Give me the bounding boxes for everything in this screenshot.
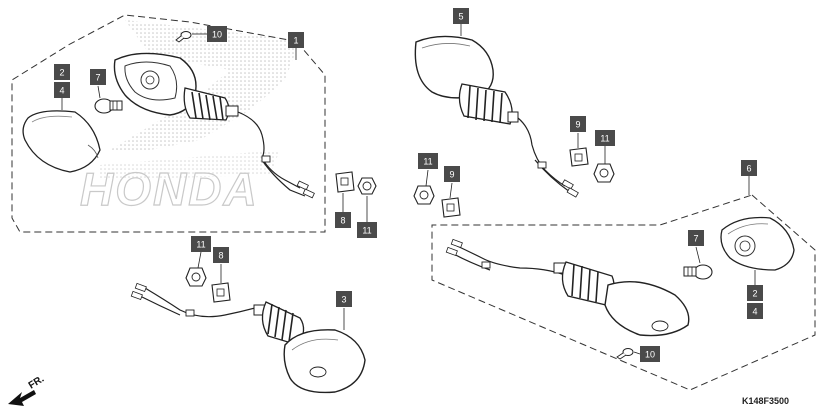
rear-right-turn-signal[interactable] [414, 35, 579, 198]
callout-part-4[interactable]: 4 [747, 303, 763, 319]
front-label: FR. [27, 374, 47, 392]
svg-text:7: 7 [693, 234, 698, 244]
svg-text:9: 9 [575, 120, 580, 130]
svg-text:10: 10 [645, 350, 655, 360]
callouts: 1 2 4 7 10 8 11 11 9 11 9 5 8 11 3 6 7 2… [54, 8, 763, 362]
callout-part-7[interactable]: 7 [90, 69, 106, 85]
nut-mid[interactable] [357, 177, 377, 195]
callout-part-3[interactable]: 3 [336, 291, 352, 307]
left-turn-signal-housing[interactable] [113, 52, 315, 199]
callout-part-11[interactable]: 11 [191, 236, 211, 252]
svg-text:11: 11 [196, 240, 205, 250]
honda-watermark: HONDA [80, 163, 259, 215]
bulb-right[interactable] [683, 264, 713, 280]
left-lens[interactable] [22, 110, 101, 173]
rear-left-turn-signal[interactable] [130, 282, 366, 394]
callout-part-9[interactable]: 9 [444, 166, 460, 182]
callout-part-5[interactable]: 5 [453, 8, 469, 24]
screw-left[interactable] [175, 31, 192, 43]
svg-text:11: 11 [362, 226, 371, 236]
svg-text:8: 8 [218, 251, 223, 261]
leader-lines [61, 24, 756, 355]
callout-part-6[interactable]: 6 [741, 160, 757, 176]
callout-part-7[interactable]: 7 [688, 230, 704, 246]
diagram-code: K148F3500 [742, 396, 789, 406]
callout-part-11[interactable]: 11 [418, 153, 438, 169]
svg-text:8: 8 [340, 216, 345, 226]
callout-part-11[interactable]: 11 [357, 222, 377, 238]
callout-part-11[interactable]: 11 [595, 130, 615, 146]
svg-text:4: 4 [59, 86, 64, 96]
svg-text:4: 4 [752, 307, 757, 317]
nut-right[interactable] [593, 163, 615, 183]
bulb-left[interactable] [94, 98, 123, 114]
screw-right[interactable] [616, 348, 634, 360]
svg-text:9: 9 [449, 170, 454, 180]
rubber-washer-center[interactable] [211, 282, 231, 303]
rubber-washer-mid[interactable] [335, 171, 355, 193]
callout-part-8[interactable]: 8 [335, 212, 351, 228]
honda-wing-logo: HONDA [79, 20, 300, 216]
assembly-boundary-1 [11, 14, 326, 233]
callout-part-2[interactable]: 2 [54, 64, 70, 80]
assembly-boundary-6 [431, 194, 816, 391]
svg-text:11: 11 [600, 134, 609, 144]
callout-part-8[interactable]: 8 [213, 247, 229, 263]
svg-text:3: 3 [341, 295, 346, 305]
nut-center[interactable] [185, 267, 207, 287]
svg-text:2: 2 [59, 68, 64, 78]
right-lens[interactable] [720, 216, 795, 271]
svg-text:10: 10 [212, 30, 222, 40]
front-direction-arrow: FR. [8, 374, 46, 406]
svg-text:5: 5 [458, 12, 463, 22]
callout-part-10[interactable]: 10 [207, 26, 227, 42]
svg-text:2: 2 [752, 289, 757, 299]
callout-part-1[interactable]: 1 [288, 32, 304, 48]
callout-part-4[interactable]: 4 [54, 82, 70, 98]
svg-text:6: 6 [746, 164, 751, 174]
callout-part-10[interactable]: 10 [640, 346, 660, 362]
rubber-washer-right[interactable] [569, 147, 589, 167]
rubber-washer-middle[interactable] [441, 197, 461, 218]
svg-text:1: 1 [293, 36, 298, 46]
svg-text:7: 7 [95, 73, 100, 83]
callout-part-9[interactable]: 9 [570, 116, 586, 132]
svg-text:11: 11 [423, 157, 432, 167]
nut-middle[interactable] [413, 185, 435, 205]
callout-part-2[interactable]: 2 [747, 285, 763, 301]
right-turn-signal-assembly[interactable] [445, 238, 690, 337]
